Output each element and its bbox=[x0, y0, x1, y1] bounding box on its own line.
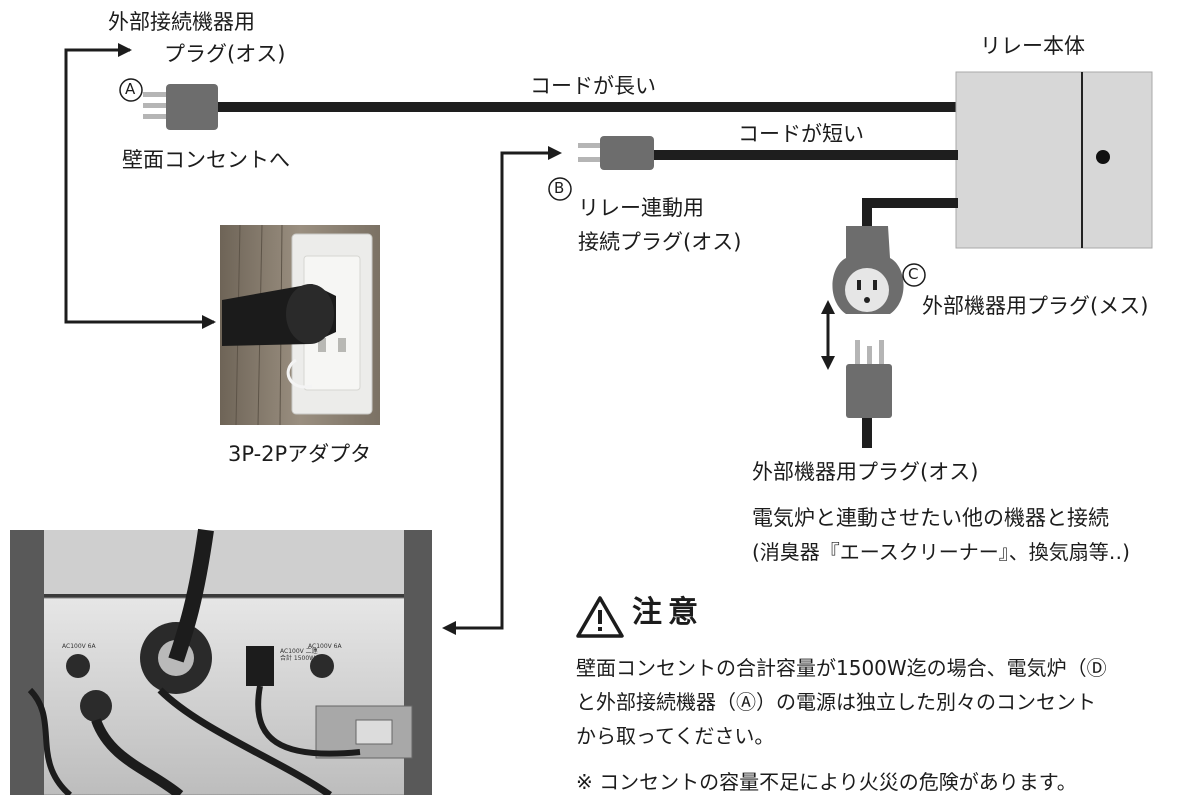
plug-b bbox=[578, 136, 654, 170]
panel-right-lamp-label: AC100V 6A bbox=[308, 643, 342, 650]
relay-link-plug-line2: 接続プラグ(オス) bbox=[578, 230, 742, 254]
caution-line2: と外部接続機器（Ⓐ）の電源は独立した別々のコンセント bbox=[576, 690, 1096, 714]
connect-double-arrow bbox=[821, 300, 835, 370]
external-plug-label-line2: プラグ(オス) bbox=[164, 42, 286, 66]
adapter-photo bbox=[220, 224, 380, 426]
marker-b-circle bbox=[548, 177, 572, 201]
marker-a-circle bbox=[119, 78, 143, 102]
panel-switch-label: AC100V 二連合計 1500W bbox=[280, 648, 318, 663]
relay-link-plug-line1: リレー連動用 bbox=[578, 196, 704, 220]
cord-to-plug-c bbox=[862, 198, 958, 208]
external-device-plug-female-label: 外部機器用プラグ(メス) bbox=[922, 294, 1149, 318]
caution-line1: 壁面コンセントの合計容量が1500W迄の場合、電気炉（Ⓓ bbox=[576, 656, 1107, 680]
external-device-plug-male-label: 外部機器用プラグ(オス) bbox=[752, 460, 979, 484]
plug-a bbox=[143, 84, 218, 130]
short-cord bbox=[654, 150, 958, 160]
marker-a-label: A bbox=[125, 80, 136, 98]
marker-b-label: B bbox=[554, 179, 565, 197]
relay-body-label: リレー本体 bbox=[980, 34, 1085, 58]
long-cord bbox=[218, 102, 958, 112]
marker-c-label: C bbox=[908, 265, 919, 283]
warning-triangle-icon bbox=[576, 596, 624, 638]
right-bracket-arrow bbox=[442, 146, 562, 635]
adapter-caption: 3P-2Pアダプタ bbox=[228, 442, 372, 466]
connect-note-line1: 電気炉と連動させたい他の機器と接続 bbox=[752, 506, 1109, 530]
relay-body-box bbox=[955, 71, 1153, 249]
connect-note-line2: (消臭器『エースクリーナー』、換気扇等‥) bbox=[752, 540, 1130, 564]
marker-c-circle bbox=[902, 263, 926, 287]
plug-c-female bbox=[832, 226, 904, 314]
cord-long-label: コードが長い bbox=[530, 74, 656, 98]
kiln-panel-photo bbox=[10, 528, 432, 795]
caution-title: 注意 bbox=[632, 595, 704, 630]
panel-left-lamp-label: AC100V 6A bbox=[62, 643, 96, 650]
caution-line4: ※ コンセントの容量不足により火災の危険があります。 bbox=[576, 770, 1077, 794]
left-bracket-arrow bbox=[64, 43, 216, 329]
cord-short-label: コードが短い bbox=[738, 122, 864, 146]
external-plug-label-line1: 外部接続機器用 bbox=[108, 10, 255, 34]
to-wall-outlet-label: 壁面コンセントへ bbox=[122, 148, 290, 172]
cord-to-plug-c-vertical bbox=[862, 198, 872, 230]
external-device-male-plug bbox=[846, 340, 892, 448]
caution-line3: から取ってください。 bbox=[576, 724, 775, 748]
